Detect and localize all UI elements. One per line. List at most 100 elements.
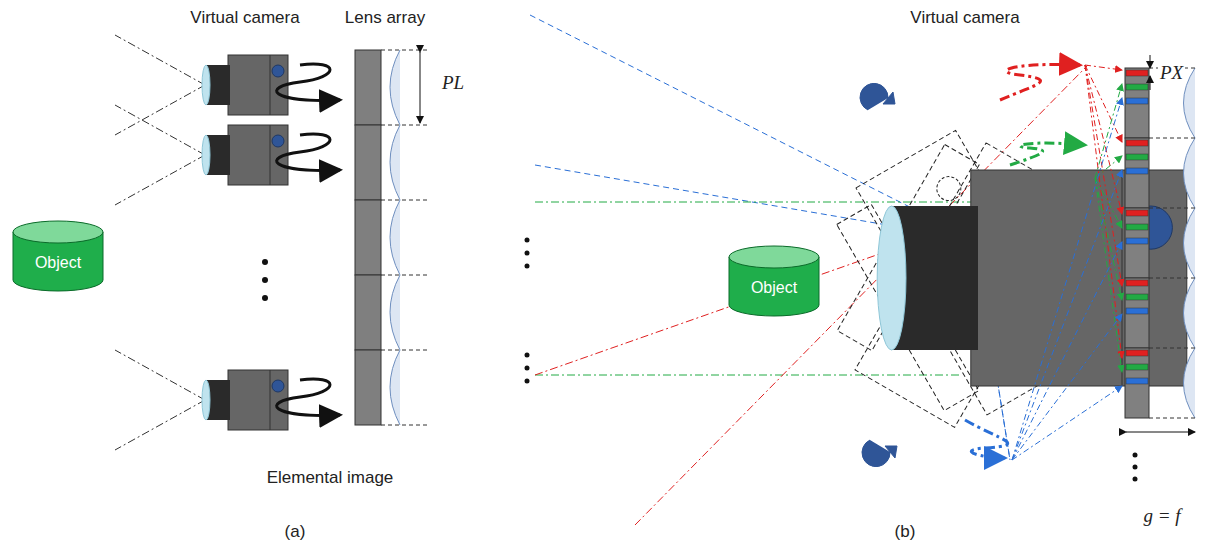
pixel [1126,364,1148,370]
text-label: (b) [895,522,916,542]
pixel [1126,280,1148,286]
ellipsis-dot [262,259,268,265]
rotation-arrow [860,83,895,110]
camera-lens [202,380,210,420]
pitch-guide [1149,418,1198,419]
elemental-image [1125,208,1149,278]
elemental-image [355,350,381,425]
mapping-arrow [1010,143,1085,165]
view-ray [115,85,205,135]
pixel-ray [1012,386,1122,460]
view-ray [535,375,960,376]
mapping-arrow [965,420,1008,458]
pitch-guide [381,200,430,201]
text-label: Virtual camera [910,8,1019,28]
pitch-guide [1149,278,1198,279]
view-ray [115,400,205,450]
pixel [1126,98,1148,104]
elemental-image [1125,138,1149,208]
cylinder-top [13,221,103,243]
text-label: Virtual camera [190,8,299,28]
elemental-image [1125,68,1149,138]
ellipsis-dot [525,353,530,358]
camera-lens [202,65,210,105]
pixel-ray [1012,314,1122,460]
text-label: Lens array [345,8,425,28]
stroke [837,204,979,410]
elemental-image [355,275,381,350]
pixel-ray [1012,242,1122,460]
pixel-ray [1012,98,1122,460]
elemental-image [1125,278,1149,348]
math-label: g = f [1141,505,1182,527]
view-ray [535,165,1010,460]
object-cylinder: Object [12,220,104,292]
pitch-guide [1149,138,1198,139]
camera-body [270,55,271,115]
pixel-dimension [1150,55,1151,68]
ellipsis-dot [525,251,530,256]
lenslet [1184,138,1196,208]
view-ray [115,105,205,155]
view-ray [115,35,205,85]
pixel [1126,210,1148,216]
lenslet [1184,208,1196,278]
elemental-image [355,200,381,275]
lenslet [390,125,400,200]
pixel-ray [1085,65,1122,358]
camera-body [270,125,271,185]
pitch-guide [1149,208,1198,209]
view-ray [115,155,205,205]
camera-button [272,135,284,147]
ellipsis-dot [1133,465,1138,470]
ellipsis-dot [525,238,530,243]
ellipsis-dot [525,264,530,269]
camera-body [971,170,1187,386]
pitch-guide [381,425,430,426]
pixel-dimension [1150,76,1151,90]
view-ray [530,15,1010,460]
pitch-guide [381,275,430,276]
camera-body [228,125,288,185]
pitch-guide [381,50,430,51]
object-label: Object [35,254,81,272]
pixel-ray [1085,65,1122,286]
lenslet [1184,278,1196,348]
camera-body [228,55,288,115]
pixel [1126,350,1148,356]
pixel [1126,84,1148,90]
pixel [1126,378,1148,384]
pixel-ray [1095,178,1122,372]
object-label: Object [751,279,797,297]
lenslet [390,350,400,425]
pitch-guide [381,350,430,351]
pixel [1126,308,1148,314]
mapping-arrow [277,379,340,415]
mapping-arrow [277,134,340,170]
ellipsis-dot [1133,477,1138,482]
elemental-image [1125,348,1149,418]
stroke [932,172,965,205]
camera-button [272,380,284,392]
cylinder-top [729,246,819,268]
camera-button [272,65,284,77]
stroke [837,144,979,350]
elemental-image [355,125,381,200]
lenslet [390,200,400,275]
pixel-ray [1095,84,1122,178]
pixel [1126,154,1148,160]
pixel-ray [1085,65,1122,214]
ellipsis-dot [1133,453,1138,458]
pitch-dimension [420,52,421,123]
pixel [1126,70,1148,76]
lenslet [1184,348,1196,418]
elemental-image [355,50,381,125]
lenslet [390,275,400,350]
pixel-ray [1095,178,1122,300]
pixel [1126,238,1148,244]
pixel [1126,224,1148,230]
mapping-arrow [1000,64,1080,100]
view-ray [115,350,205,400]
